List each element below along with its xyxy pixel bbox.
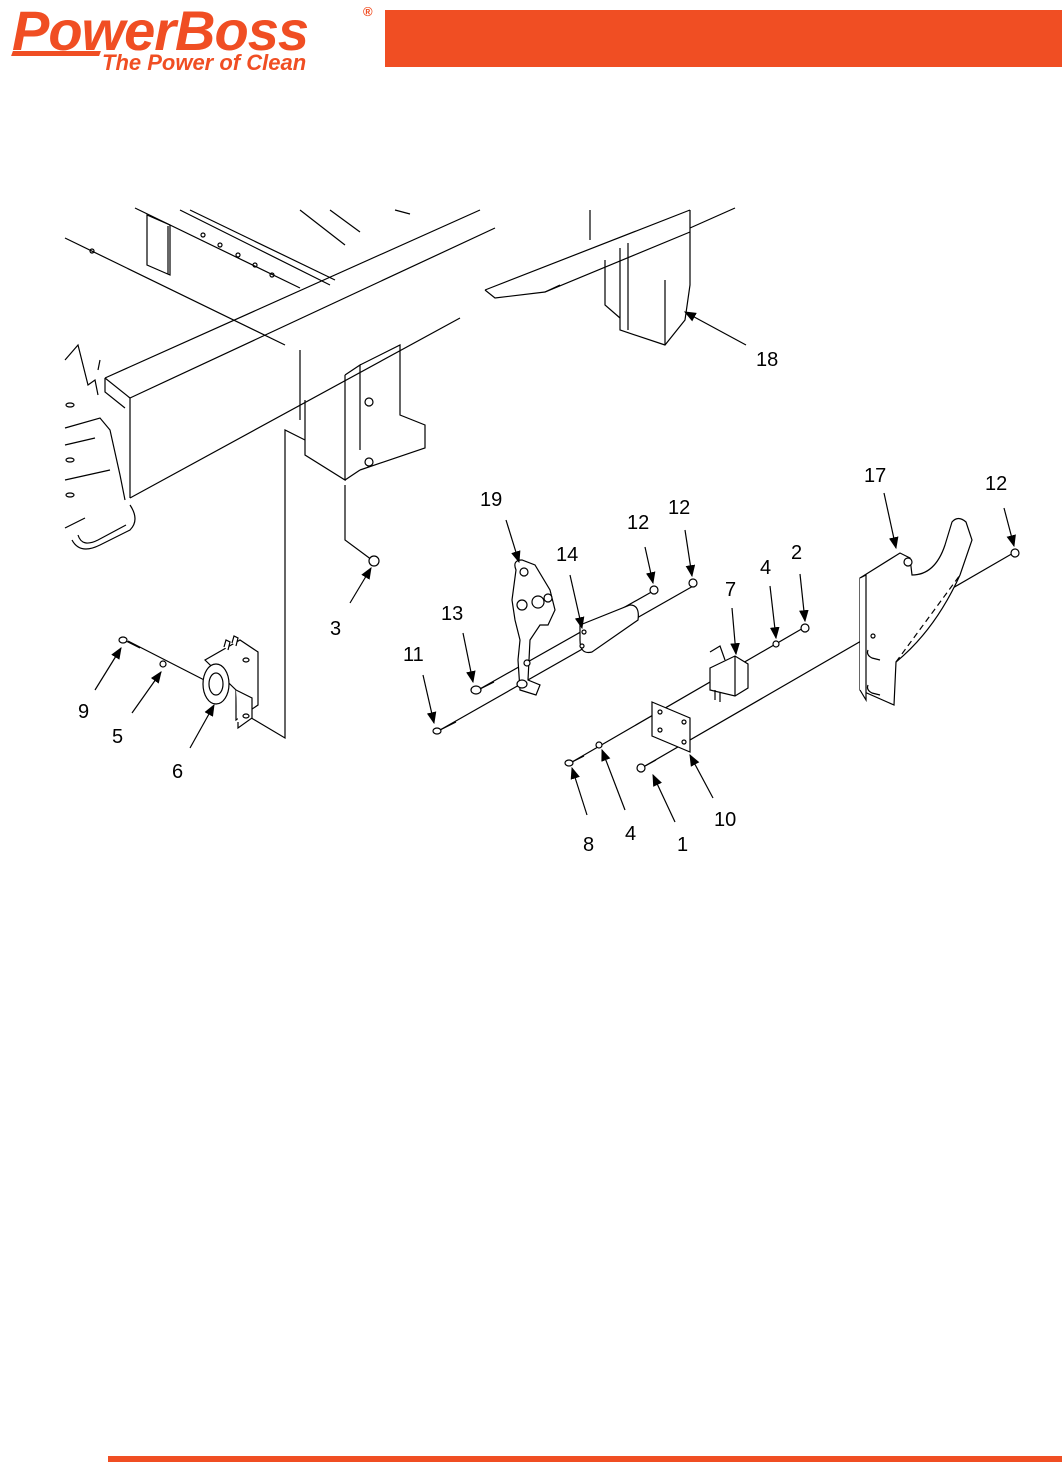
part-1-bolt xyxy=(636,759,657,773)
brand-tagline: The Power of Clean xyxy=(102,50,307,75)
callout-9: 9 xyxy=(78,701,89,723)
leader-5 xyxy=(131,671,162,714)
registered-mark: ® xyxy=(363,4,373,19)
callout-19: 19 xyxy=(480,489,502,511)
part-8-screw xyxy=(564,755,585,767)
leader-12b xyxy=(684,529,696,578)
part-2-nut xyxy=(800,623,810,633)
callout-13: 13 xyxy=(441,603,463,625)
part-3-nut xyxy=(368,555,380,567)
part-7-switch xyxy=(709,645,749,702)
callout-3: 3 xyxy=(330,618,341,640)
leader-13 xyxy=(462,632,476,684)
header-accent-bar xyxy=(385,10,1062,67)
part-14-link xyxy=(579,604,639,654)
leader-12a xyxy=(644,546,656,585)
leader-12c xyxy=(1003,507,1016,548)
callout-5: 5 xyxy=(112,726,123,748)
callout-18: 18 xyxy=(756,349,778,371)
leader-17 xyxy=(883,492,899,550)
part-6-horn xyxy=(202,635,259,730)
callout-12c: 12 xyxy=(985,473,1007,495)
callout-6: 6 xyxy=(172,761,183,783)
callout-4b: 4 xyxy=(625,823,636,845)
leader-2 xyxy=(799,573,809,623)
callout-14: 14 xyxy=(556,544,578,566)
callout-leaders xyxy=(94,311,1016,823)
leader-18 xyxy=(683,311,747,346)
footer-accent-bar xyxy=(108,1456,1062,1462)
leader-1 xyxy=(652,773,676,823)
callout-12b: 12 xyxy=(668,497,690,519)
callout-11: 11 xyxy=(403,644,424,666)
part-5-washer xyxy=(159,660,167,668)
part-12-nuts xyxy=(649,548,1020,595)
callout-1: 1 xyxy=(677,834,688,856)
leader-10 xyxy=(689,753,714,799)
part-4-washers xyxy=(595,640,780,749)
callout-4a: 4 xyxy=(760,557,771,579)
leader-19 xyxy=(505,519,521,564)
chassis-frame xyxy=(64,207,736,550)
callout-7: 7 xyxy=(725,579,736,601)
part-11-bolt xyxy=(432,721,457,735)
leader-9 xyxy=(94,646,122,691)
leader-3 xyxy=(349,566,372,604)
leader-11 xyxy=(422,674,437,725)
callout-2: 2 xyxy=(791,542,802,564)
callout-8: 8 xyxy=(583,834,594,856)
leader-4b xyxy=(601,748,626,811)
leader-6 xyxy=(189,703,215,749)
callout-labels: 18 17 19 12 12 12 14 13 11 3 7 4 2 9 5 6… xyxy=(78,349,1007,856)
part-13-bolt xyxy=(470,681,495,695)
callout-17: 17 xyxy=(864,465,886,487)
leader-8 xyxy=(570,766,588,816)
powerboss-logo: PowerBoss ® The Power of Clean xyxy=(10,0,385,76)
part-17-bracket xyxy=(859,517,973,706)
leader-14 xyxy=(569,574,585,630)
part-19-lever xyxy=(511,559,556,696)
leader-7 xyxy=(730,607,740,656)
callout-10: 10 xyxy=(714,809,736,831)
part-10-plate xyxy=(651,701,691,753)
callout-12a: 12 xyxy=(627,512,649,534)
leader-4a xyxy=(769,585,780,640)
part-9-screw xyxy=(118,636,141,649)
